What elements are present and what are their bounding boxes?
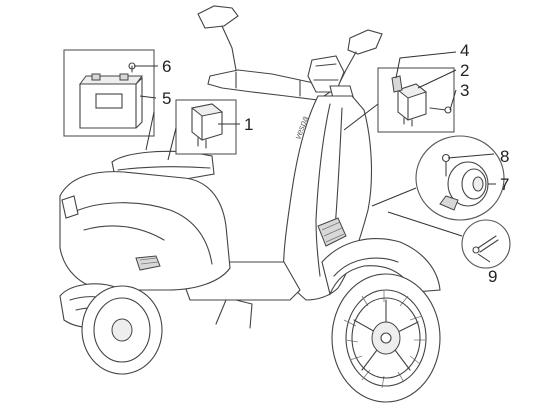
left-mirror [197, 5, 239, 71]
screw-3 [429, 106, 452, 114]
leader-3 [449, 89, 457, 111]
callout-6: 6 [162, 57, 171, 76]
callout-9: 9 [488, 267, 497, 286]
battery-leader [145, 111, 155, 151]
relay-inset [175, 99, 237, 155]
callout-1: 1 [244, 115, 253, 134]
callout-3: 3 [460, 81, 469, 100]
screw-inset [461, 219, 511, 269]
relay-1 [190, 103, 224, 149]
horn-leader [371, 187, 417, 207]
callout-8: 8 [500, 147, 509, 166]
callout-7: 7 [500, 175, 509, 194]
relay-leader [167, 127, 177, 161]
leader-lines [134, 51, 496, 263]
leader-4 [395, 51, 457, 79]
right-mirror [337, 29, 383, 87]
handlebar [207, 55, 355, 103]
tail-light [61, 195, 79, 219]
screw-inset-circle [461, 219, 511, 269]
battery [79, 73, 143, 129]
horn-grille [317, 217, 347, 247]
callout-5: 5 [162, 89, 171, 108]
rear-body [59, 171, 231, 291]
screw-9 [472, 235, 499, 254]
callout-numbers: 1 2 3 4 5 6 7 8 9 [162, 41, 509, 286]
scooter-illustration: vespa [59, 5, 441, 403]
front-wheel [331, 273, 441, 403]
center-stand [215, 299, 253, 329]
leader-8 [447, 153, 495, 159]
rear-wheel [81, 285, 163, 375]
flasher-inset [377, 67, 455, 133]
flasher-leader [343, 103, 379, 131]
horn-inset [415, 135, 505, 221]
horn-screw-8 [441, 153, 451, 177]
leader-5 [139, 95, 157, 99]
callout-4: 4 [460, 41, 469, 60]
callout-2: 2 [460, 61, 469, 80]
battery-inset [63, 49, 155, 137]
leader-9 [477, 253, 491, 263]
relay-bracket-4 [391, 75, 403, 93]
horn-7 [439, 161, 489, 211]
screw-leader [387, 211, 463, 237]
leader-2 [417, 69, 457, 89]
